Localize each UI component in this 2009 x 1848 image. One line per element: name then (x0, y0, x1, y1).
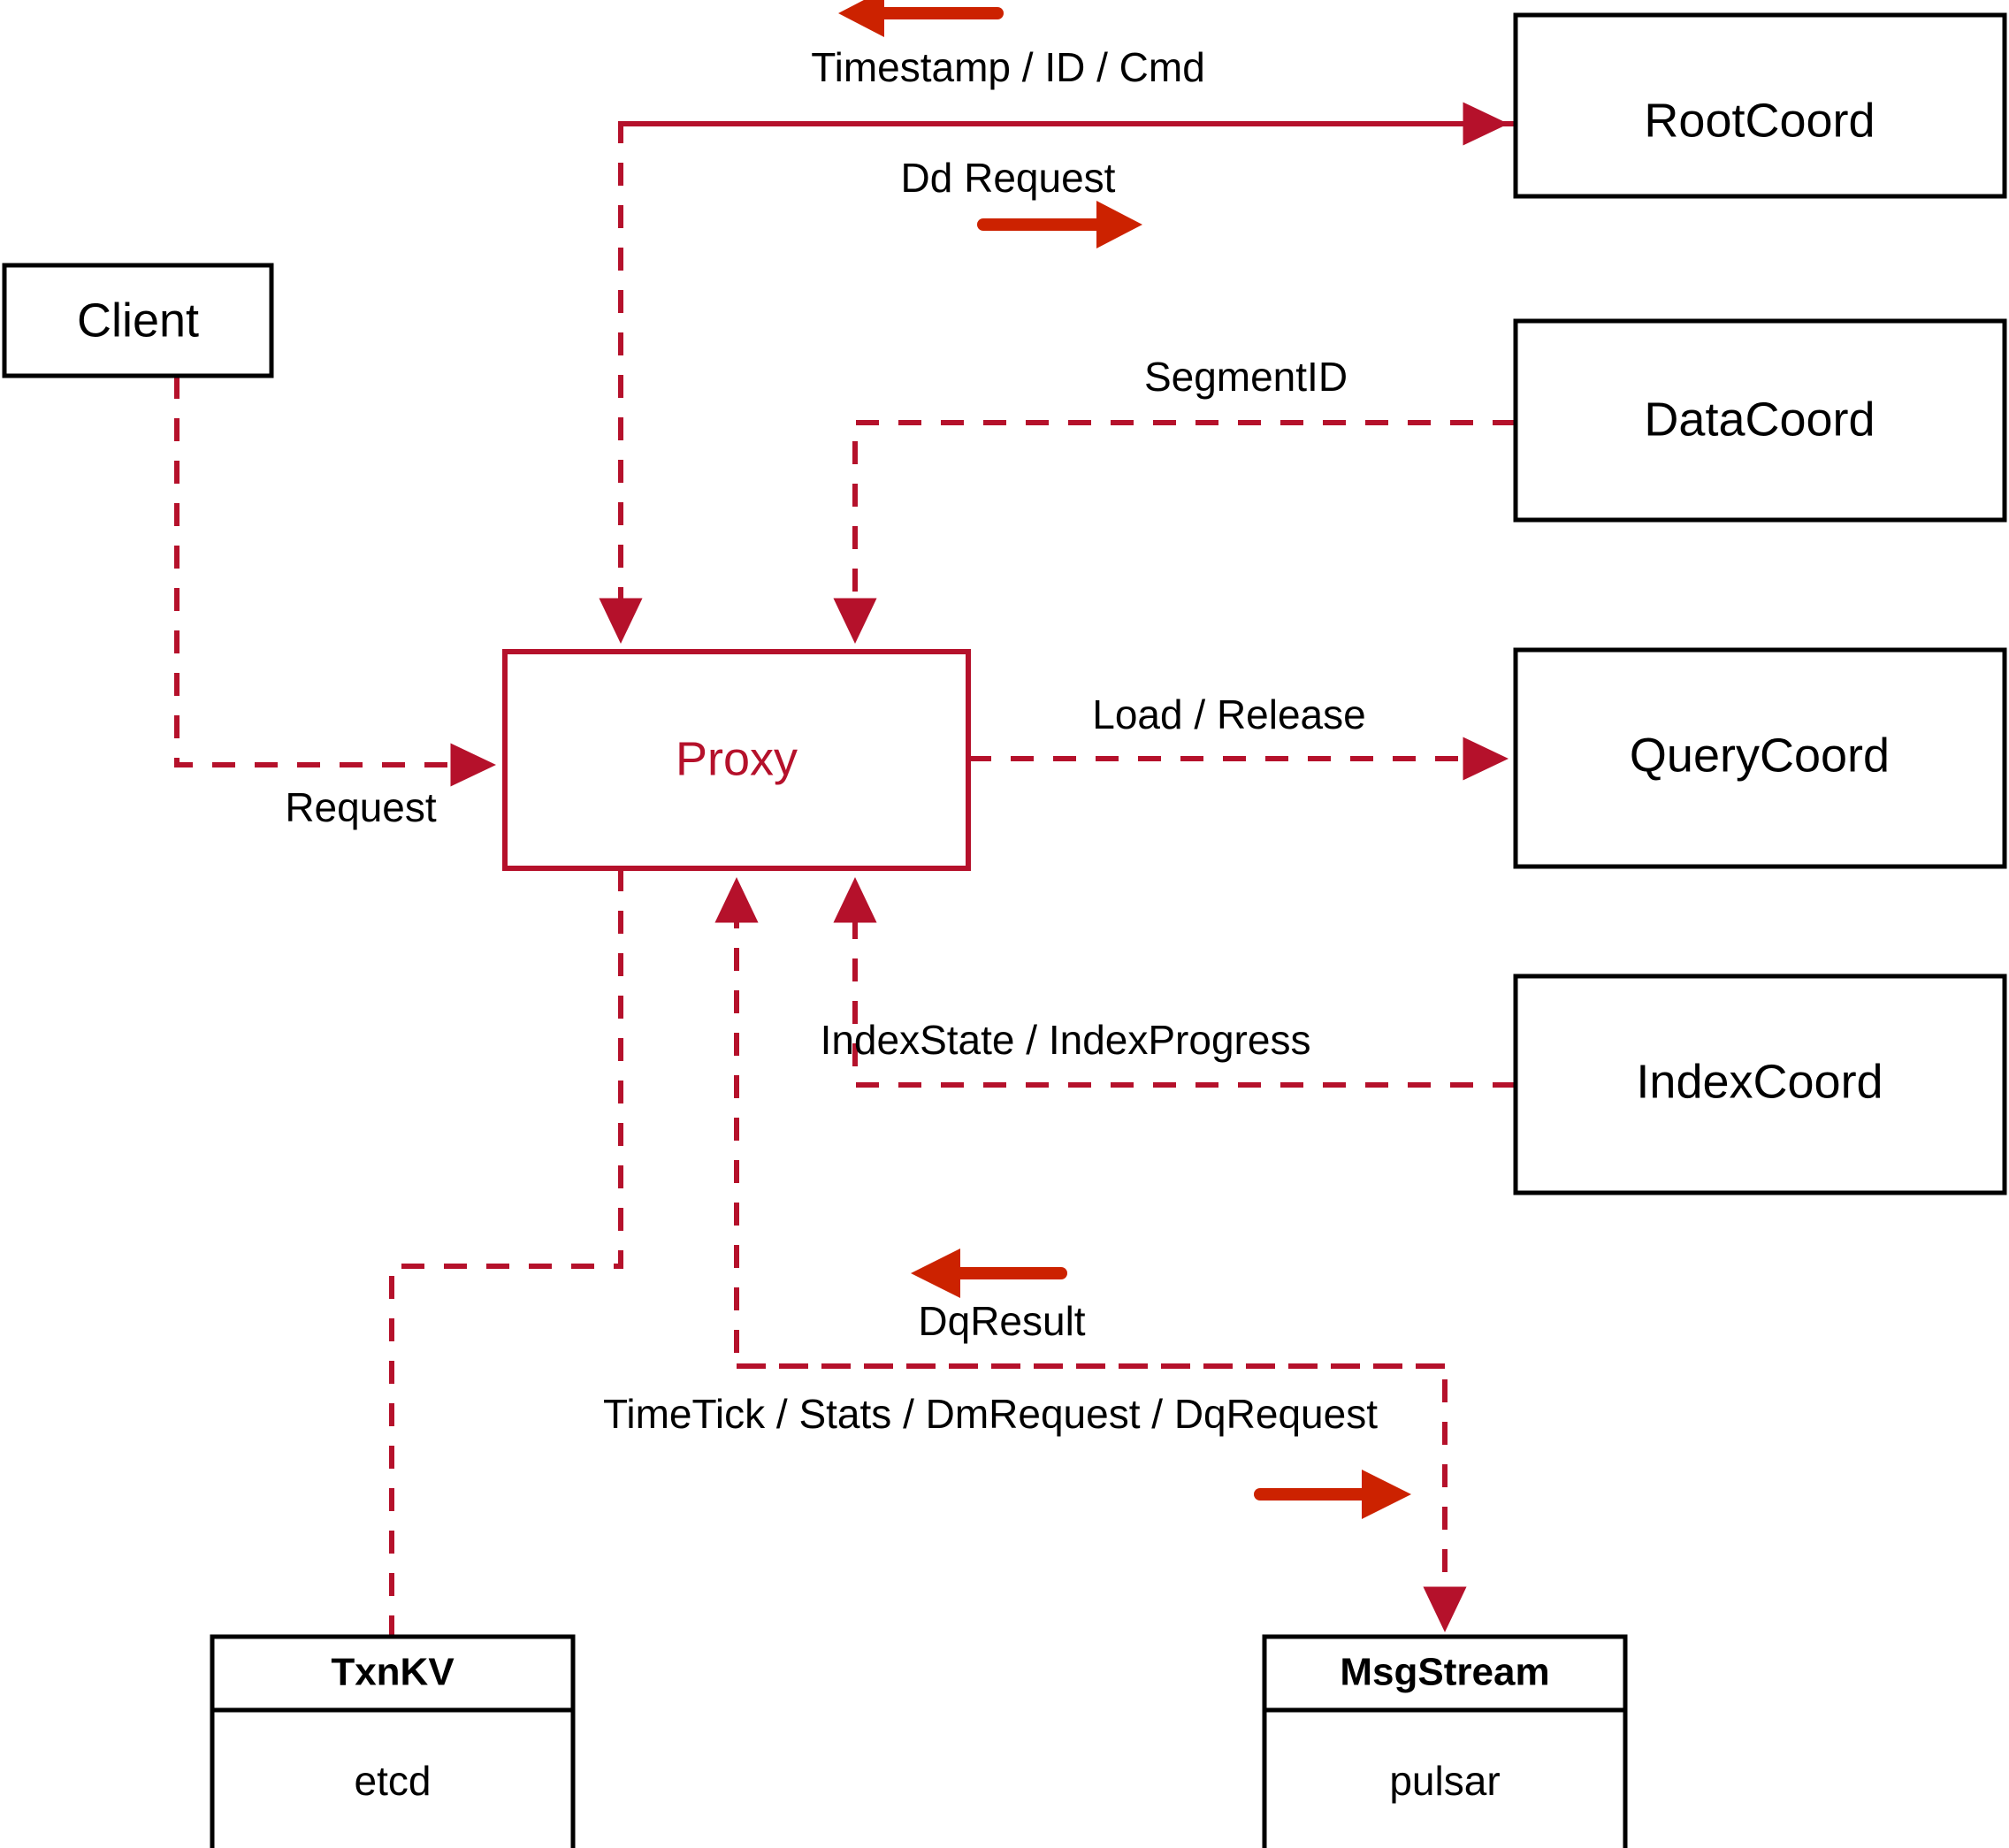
direction-arrow-left-dqresult (911, 1249, 1067, 1298)
edge-label-request: Request (285, 784, 437, 830)
node-rootcoord-label: RootCoord (1644, 94, 1875, 147)
node-txnkv-label: TxnKV (331, 1651, 455, 1694)
node-rootcoord[interactable] (1513, 12, 2007, 199)
node-client[interactable] (2, 263, 274, 378)
direction-arrow-right-msgstream (1254, 1470, 1411, 1519)
node-indexcoord[interactable] (1513, 974, 2007, 1195)
direction-arrow-left-timestamp (838, 0, 1004, 37)
node-indexcoord-label: IndexCoord (1636, 1055, 1883, 1108)
node-msgstream[interactable] (1262, 1634, 1628, 1848)
edge-segmentid (833, 420, 1516, 645)
node-msgstream-impl-label: pulsar (1389, 1758, 1500, 1804)
node-msgstream-label: MsgStream (1340, 1651, 1549, 1694)
edge-label-segmentid: SegmentID (1144, 354, 1348, 400)
node-querycoord[interactable] (1513, 647, 2007, 869)
node-querycoord-label: QueryCoord (1630, 729, 1890, 782)
edge-label-dd-request: Dd Request (901, 155, 1116, 201)
node-txnkv-impl-label: etcd (355, 1758, 432, 1804)
node-client-label: Client (77, 294, 199, 347)
node-proxy-label: Proxy (676, 732, 798, 785)
node-proxy[interactable] (502, 649, 971, 871)
edge-label-load-release: Load / Release (1092, 691, 1365, 737)
node-datacoord-label: DataCoord (1644, 393, 1875, 446)
edge-label-dqresult: DqResult (918, 1298, 1085, 1344)
edge-indexstate (833, 876, 1516, 1088)
edge-dqresult (714, 876, 1445, 1369)
edge-client-request (174, 376, 497, 787)
node-datacoord[interactable] (1513, 318, 2007, 523)
edge-proxy-to-txnkv (389, 868, 623, 1637)
edge-label-msgstream-request: TimeTick / Stats / DmRequest / DqRequest (603, 1391, 1378, 1437)
edge-label-timestamp-id-cmd: Timestamp / ID / Cmd (811, 44, 1205, 90)
node-txnkv[interactable] (210, 1634, 576, 1848)
edge-rootcoord-to-proxy (599, 121, 1516, 645)
edge-label-indexstate: IndexState / IndexProgress (821, 1017, 1311, 1063)
direction-arrow-right-dd-request (977, 201, 1142, 248)
